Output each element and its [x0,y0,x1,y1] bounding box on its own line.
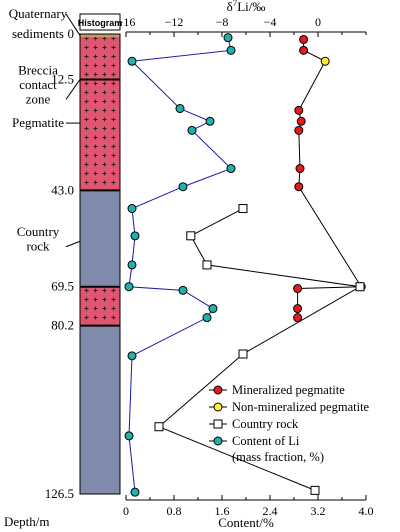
point-mineralized [296,116,306,126]
point-li-content [124,431,134,441]
column-label-pointer [65,240,81,248]
point-nonmineralized [320,56,330,66]
legend-marker [213,385,223,395]
depth-tick-label: 0 [68,26,75,41]
point-li-content [178,285,188,295]
point-li-content [130,231,140,241]
point-country-rock [310,485,320,495]
point-li-content [130,487,140,497]
point-li-content [127,204,137,214]
column-label-pointer [65,79,81,100]
legend-marker [213,419,223,429]
legend-label: Country rock [232,417,299,431]
point-mineralized [294,125,304,135]
top-tick-label: 0 [315,15,321,29]
point-mineralized [294,105,304,115]
column-frame [79,33,121,495]
lithology-layer [80,190,120,287]
point-country-rock [186,231,196,241]
depth-tick-label: 43.0 [51,182,74,197]
country-rock-line [158,208,362,491]
bottom-tick-label: 0.8 [167,504,182,518]
depth-tick-label: 69.5 [51,279,74,294]
bottom-axis-label: Content/% [218,515,274,530]
column-header-label: Histogram [78,18,123,28]
bottom-tick-label: 1.6 [215,504,230,518]
column-label: Quaternary [9,6,68,21]
series-points [124,33,366,497]
legend-label-line2: (mass fraction, %) [232,450,324,464]
top-tick-label: −8 [216,15,229,29]
column-label: rock [26,239,50,254]
column-label: sediments [12,26,64,41]
point-li-content [205,116,215,126]
point-li-content [175,104,185,114]
column-label: Country [17,224,60,239]
legend-label: Non-mineralized pegmatite [232,400,370,414]
lithology-labels: Quaternary sedimentsBrecciacontactzonePeg… [9,6,81,254]
point-li-content [223,33,233,43]
legend-marker [213,436,223,446]
top-tick-label: −4 [264,15,277,29]
point-li-content [226,45,236,55]
point-li-content [187,125,197,135]
point-li-content [202,313,212,323]
legend-marker [213,402,223,412]
top-axis-label: δ7Li/‰ [227,0,266,14]
plot-axes: −16 −12 −8 −4 0 0 0.8 1.6 2.4 3.2 4.0 δ7Li/‰ Content… [117,0,374,530]
point-mineralized [299,45,309,55]
lithology-layer [80,36,120,191]
top-tick-label: −12 [165,15,184,29]
li-content-line [128,37,232,493]
lithology-column: Histogram [78,13,123,495]
depth-tick-label: 80.2 [51,318,74,333]
point-li-content [127,56,137,66]
bottom-tick-label: 0 [123,504,129,518]
depth-axis-label: Depth/m [4,514,50,529]
column-label-pointer [65,13,81,36]
bottom-tick-label: 4.0 [359,504,374,518]
point-mineralized [293,304,303,314]
lithology-layer [80,325,120,494]
lithology-layer [80,34,120,37]
bottom-tick-label: 2.4 [263,504,278,518]
point-country-rock [238,204,248,214]
point-li-content [208,304,218,314]
point-mineralized [295,164,305,174]
point-li-content [178,182,188,192]
legend-label: Mineralized pegmatite [232,383,345,397]
column-label: Pegmatite [12,115,64,130]
legend-label: Content of Li [232,434,300,448]
lithology-layer [80,286,120,326]
point-li-content [124,282,134,292]
point-country-rock [238,349,248,359]
point-country-rock [202,260,212,270]
depth-tick-label: 126.5 [45,486,74,501]
point-country-rock [154,422,164,432]
bottom-tick-label: 3.2 [311,504,326,518]
column-label: zone [26,91,51,106]
point-li-content [127,351,137,361]
point-mineralized [294,182,304,192]
delta7li-line [297,39,363,318]
point-mineralized [293,284,303,294]
point-li-content [226,164,236,174]
point-mineralized [293,313,303,323]
point-li-content [127,260,137,270]
point-country-rock [355,282,365,292]
top-tick-label: −16 [117,15,136,29]
depth-tick-label: 12.5 [51,71,74,86]
point-mineralized [299,34,309,44]
column-label: contact [19,77,57,92]
column-label: Breccia [18,62,58,77]
column-header-box [79,13,121,31]
